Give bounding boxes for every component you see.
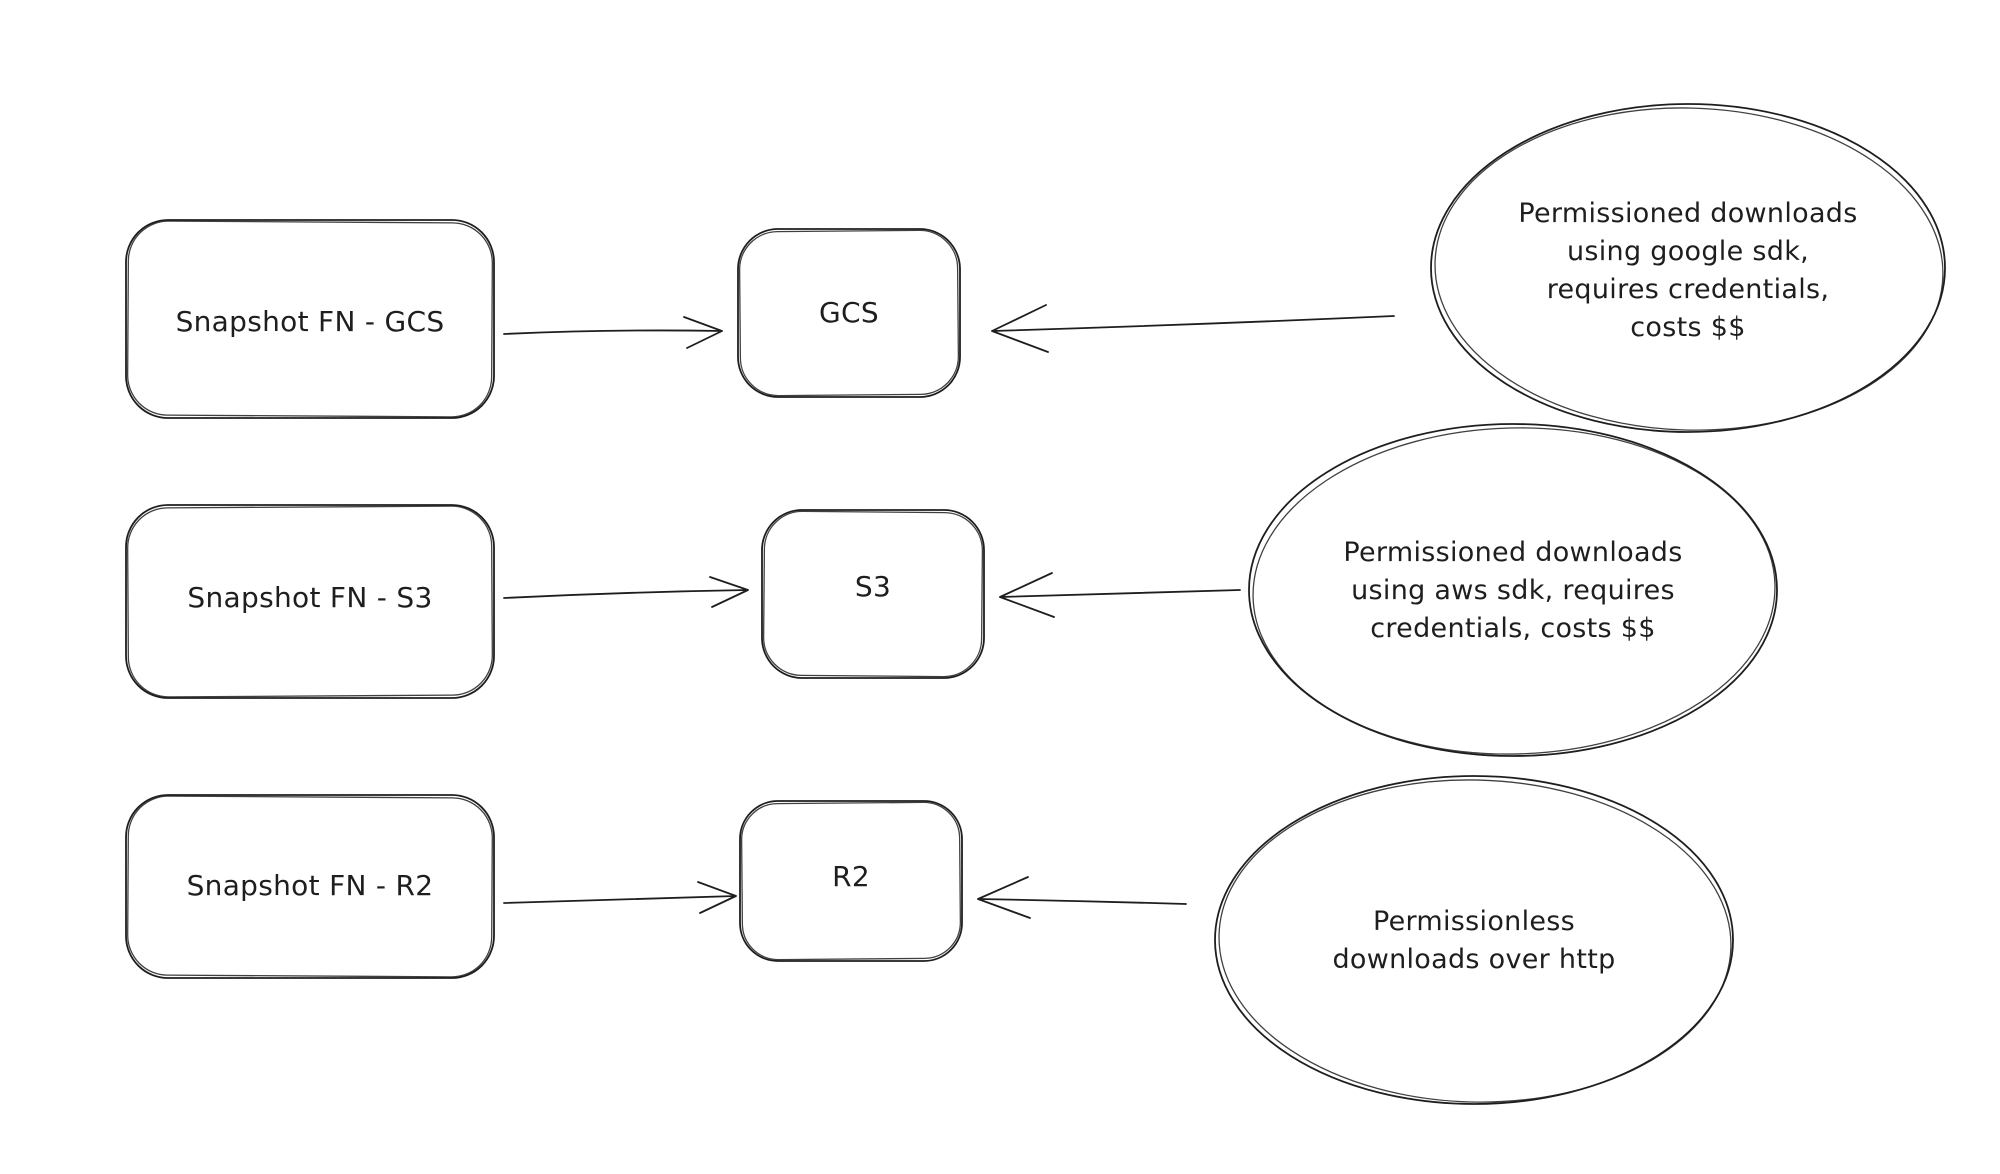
annotation-line: requires credentials, xyxy=(1547,274,1830,305)
row-r2: Snapshot FN - R2 R2 Permissionless downl… xyxy=(125,775,1734,1105)
annotation-line: credentials, costs $$ xyxy=(1370,613,1656,644)
arrow-gcs-annotation-to-gcs xyxy=(991,304,1395,353)
annotation-line: Permissionless xyxy=(1373,906,1575,937)
annotation-ellipse-sketch-stroke xyxy=(1252,427,1776,755)
node-snapshot-fn-s3: Snapshot FN - S3 xyxy=(125,504,495,699)
node-box xyxy=(125,219,495,419)
node-s3: S3 xyxy=(761,509,985,679)
node-box xyxy=(125,794,495,979)
annotation-ellipse xyxy=(1248,423,1778,757)
node-snapshot-fn-r2: Snapshot FN - R2 xyxy=(125,794,495,979)
node-box xyxy=(125,504,495,699)
annotation-ellipse-sketch-stroke xyxy=(1434,107,1944,431)
annotation-ellipse xyxy=(1214,775,1734,1105)
arrow-snapshot-to-r2 xyxy=(503,881,737,914)
node-label-gcs: GCS xyxy=(819,296,879,329)
annotation-line: costs $$ xyxy=(1630,312,1745,343)
node-gcs: GCS xyxy=(737,228,961,398)
node-box-sketch-stroke xyxy=(738,229,960,397)
annotation-ellipse-sketch-stroke xyxy=(1218,779,1732,1103)
arrow-s3-annotation-to-s3 xyxy=(999,572,1241,618)
node-label-snapshot-fn-r2: Snapshot FN - R2 xyxy=(187,869,434,902)
node-label-s3: S3 xyxy=(855,570,891,603)
node-snapshot-fn-gcs: Snapshot FN - GCS xyxy=(125,219,495,419)
annotation-ellipse xyxy=(1430,103,1946,433)
arrow-r2-annotation-to-r2 xyxy=(977,876,1187,919)
node-label-r2: R2 xyxy=(832,860,870,893)
annotation-line: Permissioned downloads xyxy=(1343,537,1682,568)
node-box-sketch-stroke xyxy=(127,795,493,978)
annotation-gcs-ellipse: Permissioned downloads using google sdk,… xyxy=(1430,103,1946,433)
row-gcs: Snapshot FN - GCS GCS Permissioned downl… xyxy=(125,103,1946,433)
annotation-line: using aws sdk, requires xyxy=(1351,575,1675,606)
node-r2: R2 xyxy=(739,800,963,962)
row-s3: Snapshot FN - S3 S3 Permissioned downloa… xyxy=(125,423,1778,757)
node-box-sketch-stroke xyxy=(762,510,984,678)
node-label-snapshot-fn-gcs: Snapshot FN - GCS xyxy=(176,305,445,338)
arrow-snapshot-to-s3 xyxy=(503,576,749,608)
node-label-snapshot-fn-s3: Snapshot FN - S3 xyxy=(187,581,432,614)
annotation-line: downloads over http xyxy=(1332,944,1615,975)
node-box-sketch-stroke xyxy=(127,505,493,698)
annotation-line: using google sdk, xyxy=(1567,236,1809,267)
annotation-s3-ellipse: Permissioned downloads using aws sdk, re… xyxy=(1248,423,1778,757)
arrow-snapshot-to-gcs xyxy=(503,316,723,349)
node-box xyxy=(739,800,963,962)
annotation-line: Permissioned downloads xyxy=(1518,198,1857,229)
node-box-sketch-stroke xyxy=(127,220,493,418)
annotation-r2-ellipse: Permissionless downloads over http xyxy=(1214,775,1734,1105)
node-box xyxy=(737,228,961,398)
node-box-sketch-stroke xyxy=(740,801,962,961)
node-box xyxy=(761,509,985,679)
